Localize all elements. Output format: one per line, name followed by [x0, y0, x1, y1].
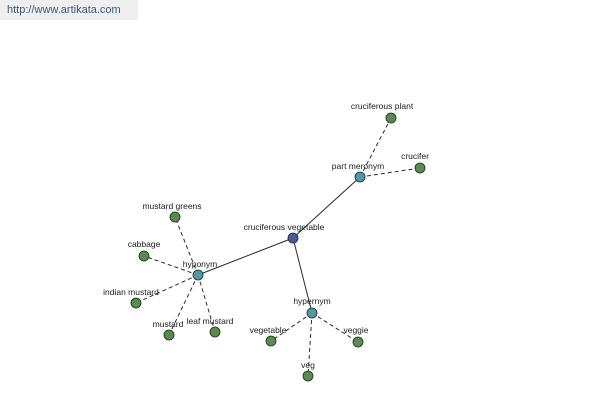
graph-edges	[135, 117, 421, 377]
node-dot-veg[interactable]	[302, 370, 314, 382]
node-label-leaf-mustard: leaf mustard	[187, 316, 234, 326]
node-veg[interactable]: veg	[301, 360, 315, 382]
node-label-vegetable: vegetable	[250, 325, 287, 335]
node-dot-cabbage[interactable]	[138, 250, 150, 262]
node-label-veggie: veggie	[343, 325, 368, 335]
node-label-crucifer: crucifer	[401, 151, 429, 161]
node-dot-hypernym[interactable]	[306, 307, 318, 319]
node-crucifer[interactable]: crucifer	[401, 151, 429, 174]
node-mustard[interactable]: mustard	[153, 319, 184, 341]
node-label-hyponym: hyponym	[183, 259, 218, 269]
node-label-part-meronym: part meronym	[332, 161, 384, 171]
edge-hypernym-to-veggie	[311, 312, 359, 343]
node-label-mustard-greens: mustard greens	[142, 201, 201, 211]
node-label-cruciferous-plant: cruciferous plant	[351, 101, 414, 111]
node-label-center: cruciferous vegetable	[244, 222, 325, 232]
node-veggie[interactable]: veggie	[343, 325, 369, 348]
edge-hyponym-to-mustard-greens	[174, 216, 199, 276]
node-dot-indian-mustard[interactable]	[130, 297, 142, 309]
node-dot-vegetable[interactable]	[265, 335, 277, 347]
node-dot-part-meronym[interactable]	[354, 171, 366, 183]
edge-hyponym-to-indian-mustard	[135, 274, 199, 304]
node-mustard-greens[interactable]: mustard greens	[142, 201, 202, 223]
edge-center-to-hypernym	[292, 237, 313, 314]
edge-hyponym-to-leaf-mustard	[197, 274, 216, 333]
edge-hypernym-to-veg	[307, 312, 313, 377]
node-dot-hyponym[interactable]	[192, 269, 204, 281]
node-dot-leaf-mustard[interactable]	[209, 326, 221, 338]
node-vegetable[interactable]: vegetable	[250, 325, 287, 347]
node-dot-crucifer[interactable]	[414, 162, 426, 174]
node-label-cabbage: cabbage	[128, 239, 161, 249]
node-label-indian-mustard: indian mustard	[103, 287, 159, 297]
node-cruciferous-plant[interactable]: cruciferous plant	[351, 101, 414, 124]
node-cabbage[interactable]: cabbage	[128, 239, 161, 262]
edge-hyponym-to-cabbage	[143, 255, 199, 276]
node-label-veg: veg	[301, 360, 315, 370]
site-url-banner[interactable]: http://www.artikata.com	[0, 0, 138, 20]
node-dot-mustard[interactable]	[163, 329, 175, 341]
node-dot-veggie[interactable]	[352, 336, 364, 348]
graph-nodes: cruciferous vegetable part meronym hyponym…	[103, 101, 429, 382]
node-part-meronym[interactable]: part meronym	[332, 161, 384, 183]
node-dot-mustard-greens[interactable]	[169, 211, 181, 223]
node-label-mustard: mustard	[153, 319, 184, 329]
edge-hypernym-to-vegetable	[270, 312, 313, 342]
edge-part-meronym-to-crucifer	[359, 167, 421, 178]
node-label-hypernym: hypernym	[293, 296, 330, 306]
node-dot-cruciferous-plant[interactable]	[385, 112, 397, 124]
node-dot-center[interactable]	[287, 232, 299, 244]
edge-center-to-hyponym	[197, 237, 294, 276]
node-hypernym[interactable]: hypernym	[293, 296, 331, 319]
edge-center-to-part-meronym	[292, 176, 361, 239]
node-indian-mustard[interactable]: indian mustard	[103, 287, 159, 309]
node-hyponym[interactable]: hyponym	[183, 259, 218, 281]
node-center[interactable]: cruciferous vegetable	[244, 222, 325, 244]
node-leaf-mustard[interactable]: leaf mustard	[187, 316, 234, 338]
